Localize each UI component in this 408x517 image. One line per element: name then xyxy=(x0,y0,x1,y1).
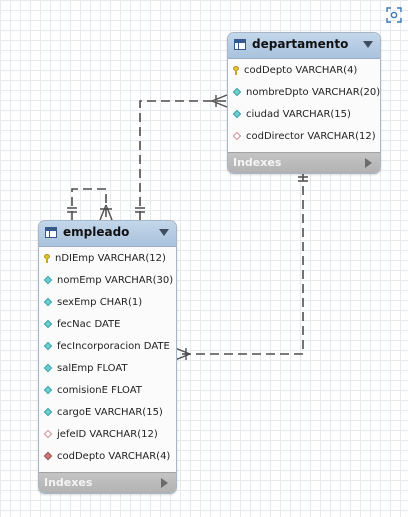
expand-arrow-icon[interactable] xyxy=(161,478,168,488)
entity-header[interactable]: empleado xyxy=(39,221,176,247)
zoom-fit-button[interactable] xyxy=(385,6,403,24)
attribute-icon xyxy=(232,109,242,119)
column-row[interactable]: fecIncorporacion DATE xyxy=(39,335,176,357)
entity-empleado[interactable]: empleado nDIEmp VARCHAR(12) nomEmp VARCHA… xyxy=(38,220,177,494)
indexes-label: Indexes xyxy=(44,476,93,489)
column-row[interactable]: cargoE VARCHAR(15) xyxy=(39,401,176,423)
column-row[interactable]: comisionE FLOAT xyxy=(39,379,176,401)
primary-key-icon xyxy=(44,253,50,263)
table-icon xyxy=(45,227,57,238)
attribute-icon xyxy=(43,297,53,307)
primary-key-icon xyxy=(233,65,239,75)
nullable-attribute-icon xyxy=(232,131,242,141)
collapse-toggle-icon[interactable] xyxy=(363,41,373,48)
attribute-icon xyxy=(43,385,53,395)
column-row[interactable]: salEmp FLOAT xyxy=(39,357,176,379)
attribute-icon xyxy=(43,363,53,373)
column-label: cargoE VARCHAR(15) xyxy=(57,406,163,418)
attribute-icon xyxy=(232,87,242,97)
attribute-icon xyxy=(43,341,53,351)
table-icon xyxy=(234,39,246,50)
column-label: jefeID VARCHAR(12) xyxy=(57,428,158,440)
column-label: codDepto VARCHAR(4) xyxy=(57,450,171,462)
column-row[interactable]: ciudad VARCHAR(15) xyxy=(228,103,380,125)
indexes-section[interactable]: Indexes xyxy=(228,152,380,173)
relationship-line-empleado-self[interactable] xyxy=(71,188,107,220)
column-label: nombreDpto VARCHAR(20) xyxy=(246,86,381,98)
column-row[interactable]: sexEmp CHAR(1) xyxy=(39,291,176,313)
column-row[interactable]: nDIEmp VARCHAR(12) xyxy=(39,247,176,269)
attribute-icon xyxy=(43,275,53,285)
column-label: salEmp FLOAT xyxy=(57,362,128,374)
crows-foot-departamento xyxy=(211,94,228,108)
column-label: sexEmp CHAR(1) xyxy=(57,296,143,308)
foreign-key-icon xyxy=(43,451,53,461)
nullable-attribute-icon xyxy=(43,429,53,439)
column-label: nomEmp VARCHAR(30) xyxy=(57,274,174,286)
relationship-line-departamento-empleado[interactable] xyxy=(175,172,304,355)
entity-header[interactable]: departamento xyxy=(228,33,380,59)
column-row[interactable]: fecNac DATE xyxy=(39,313,176,335)
column-row[interactable]: jefeID VARCHAR(12) xyxy=(39,423,176,445)
attribute-icon xyxy=(43,407,53,417)
column-label: codDirector VARCHAR(12) xyxy=(246,130,376,142)
one-bar-departamento-bottom xyxy=(298,176,308,182)
column-row[interactable]: codDirector VARCHAR(12) xyxy=(228,125,380,147)
column-list: nDIEmp VARCHAR(12) nomEmp VARCHAR(30) sexE… xyxy=(39,247,176,467)
one-bar-empleado-top xyxy=(135,207,145,213)
collapse-toggle-icon[interactable] xyxy=(159,229,169,236)
column-row[interactable]: codDepto VARCHAR(4) xyxy=(39,445,176,467)
column-list: codDepto VARCHAR(4) nombreDpto VARCHAR(20… xyxy=(228,59,380,147)
column-row[interactable]: nomEmp VARCHAR(30) xyxy=(39,269,176,291)
attribute-icon xyxy=(43,319,53,329)
indexes-label: Indexes xyxy=(233,156,282,169)
entity-title: departamento xyxy=(252,37,349,51)
column-row[interactable]: codDepto VARCHAR(4) xyxy=(228,59,380,81)
column-label: fecNac DATE xyxy=(57,318,121,330)
one-bar-self xyxy=(67,207,77,213)
entity-departamento[interactable]: departamento codDepto VARCHAR(4) nombreDp… xyxy=(227,32,381,174)
zoom-fit-icon xyxy=(386,7,402,23)
column-label: codDepto VARCHAR(4) xyxy=(244,64,358,76)
column-label: fecIncorporacion DATE xyxy=(57,340,170,352)
column-label: comisionE FLOAT xyxy=(57,384,142,396)
indexes-section[interactable]: Indexes xyxy=(39,472,176,493)
column-label: ciudad VARCHAR(15) xyxy=(246,108,351,120)
crows-foot-empleado-right xyxy=(174,347,191,361)
entity-title: empleado xyxy=(63,225,130,239)
expand-arrow-icon[interactable] xyxy=(365,158,372,168)
column-label: nDIEmp VARCHAR(12) xyxy=(55,252,166,264)
crows-foot-self xyxy=(99,204,113,221)
column-row[interactable]: nombreDpto VARCHAR(20) xyxy=(228,81,380,103)
relationship-line-empleado-departamento[interactable] xyxy=(139,100,227,220)
